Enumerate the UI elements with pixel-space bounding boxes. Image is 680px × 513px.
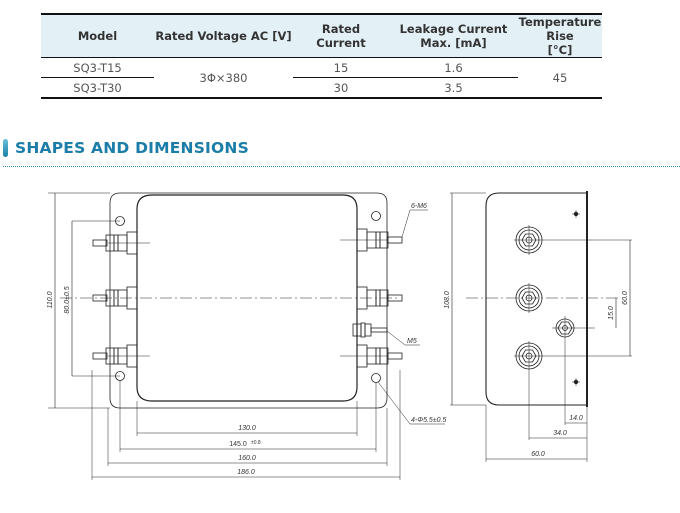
dim-width-body: 130.0 [238,425,256,432]
header-current-line1: Rated [321,22,361,36]
cell-rated-current: 30 [293,77,389,99]
cell-model: SQ3-T30 [41,77,154,99]
dim-terminal-depth: 34.0 [553,430,567,437]
ground-stud-icon [352,322,388,338]
cell-leakage: 3.5 [389,77,518,99]
cell-voltage: 3Φ×380 [154,57,293,99]
side-view: 108.0 60.0 15.0 14.0 34.0 60.0 [444,191,632,462]
section-heading: SHAPES AND DIMENSIONS [3,137,249,159]
dim-terminal-span: 60.0 [622,291,629,305]
cell-leakage: 1.6 [389,57,518,78]
mount-hole-icon [371,373,381,383]
dim-ground-offset: 15.0 [608,306,615,320]
header-model-text: Model [77,29,118,43]
table-row: SQ3-T15 3Φ×380 15 1.6 45 [41,57,602,99]
dim-ground-depth: 14.0 [569,415,583,422]
terminal-stud-icon [92,286,138,310]
front-flange [109,192,388,409]
left-terminals [92,231,150,368]
section-divider [3,166,680,167]
header-voltage: Rated Voltage AC [V] [154,13,293,58]
header-current-line2: Current [316,36,366,50]
dim-terminal-pitch: 80.0±0.5 [64,286,71,313]
terminal-stud-icon [92,344,150,368]
header-temp-rise: Temperature Rise[°C] [518,13,602,58]
dim-height-total: 110.0 [47,291,54,308]
dim-width-mount-tol: ±0.8 [251,440,261,446]
callout-holes: 4-Φ5.5±0.5 [411,417,446,424]
table-row: SQ3-T30 30 3.5 [41,77,602,99]
dim-width-flange: 160.0 [238,455,256,462]
side-body [485,192,588,406]
header-temp-line2: [°C] [547,43,573,57]
mount-hole-icon [371,211,381,221]
section-title: SHAPES AND DIMENSIONS [15,139,249,157]
cell-rated-current: 15 [293,57,389,78]
header-model: Model [41,13,154,58]
side-mount-mark-icon [572,210,580,386]
header-leak-line1: Leakage Current [399,22,508,36]
callout-terminals: 6-M6 [411,203,427,210]
side-terminal-icon [514,341,595,440]
front-body [136,194,358,402]
front-view: 110.0 80.0±0.5 6-M6 M5 4-Φ5.5±0.5 130.0 … [47,192,446,480]
header-temp-line1: Temperature Rise [518,15,602,43]
dim-width-mount: 145.0 [229,441,247,448]
right-terminals [340,228,403,368]
terminal-stud-icon [340,344,403,368]
header-voltage-text: Rated Voltage AC [V] [155,29,292,43]
terminal-stud-icon [340,228,403,252]
terminal-stud-icon [92,231,150,255]
callout-ground: M5 [407,338,417,345]
cell-temp-rise: 45 [518,57,602,99]
dimension-drawing: 110.0 80.0±0.5 6-M6 M5 4-Φ5.5±0.5 130.0 … [47,191,632,480]
section-bar-icon [3,139,8,157]
side-ground-stud-icon [552,316,595,425]
header-leak-line2: Max. [mA] [420,36,487,50]
dim-width-overall: 186.0 [237,469,255,476]
cell-model: SQ3-T15 [41,57,154,78]
dim-depth-overall: 60.0 [531,451,545,458]
dim-side-height: 108.0 [444,291,451,309]
side-terminal-icon [514,225,595,255]
